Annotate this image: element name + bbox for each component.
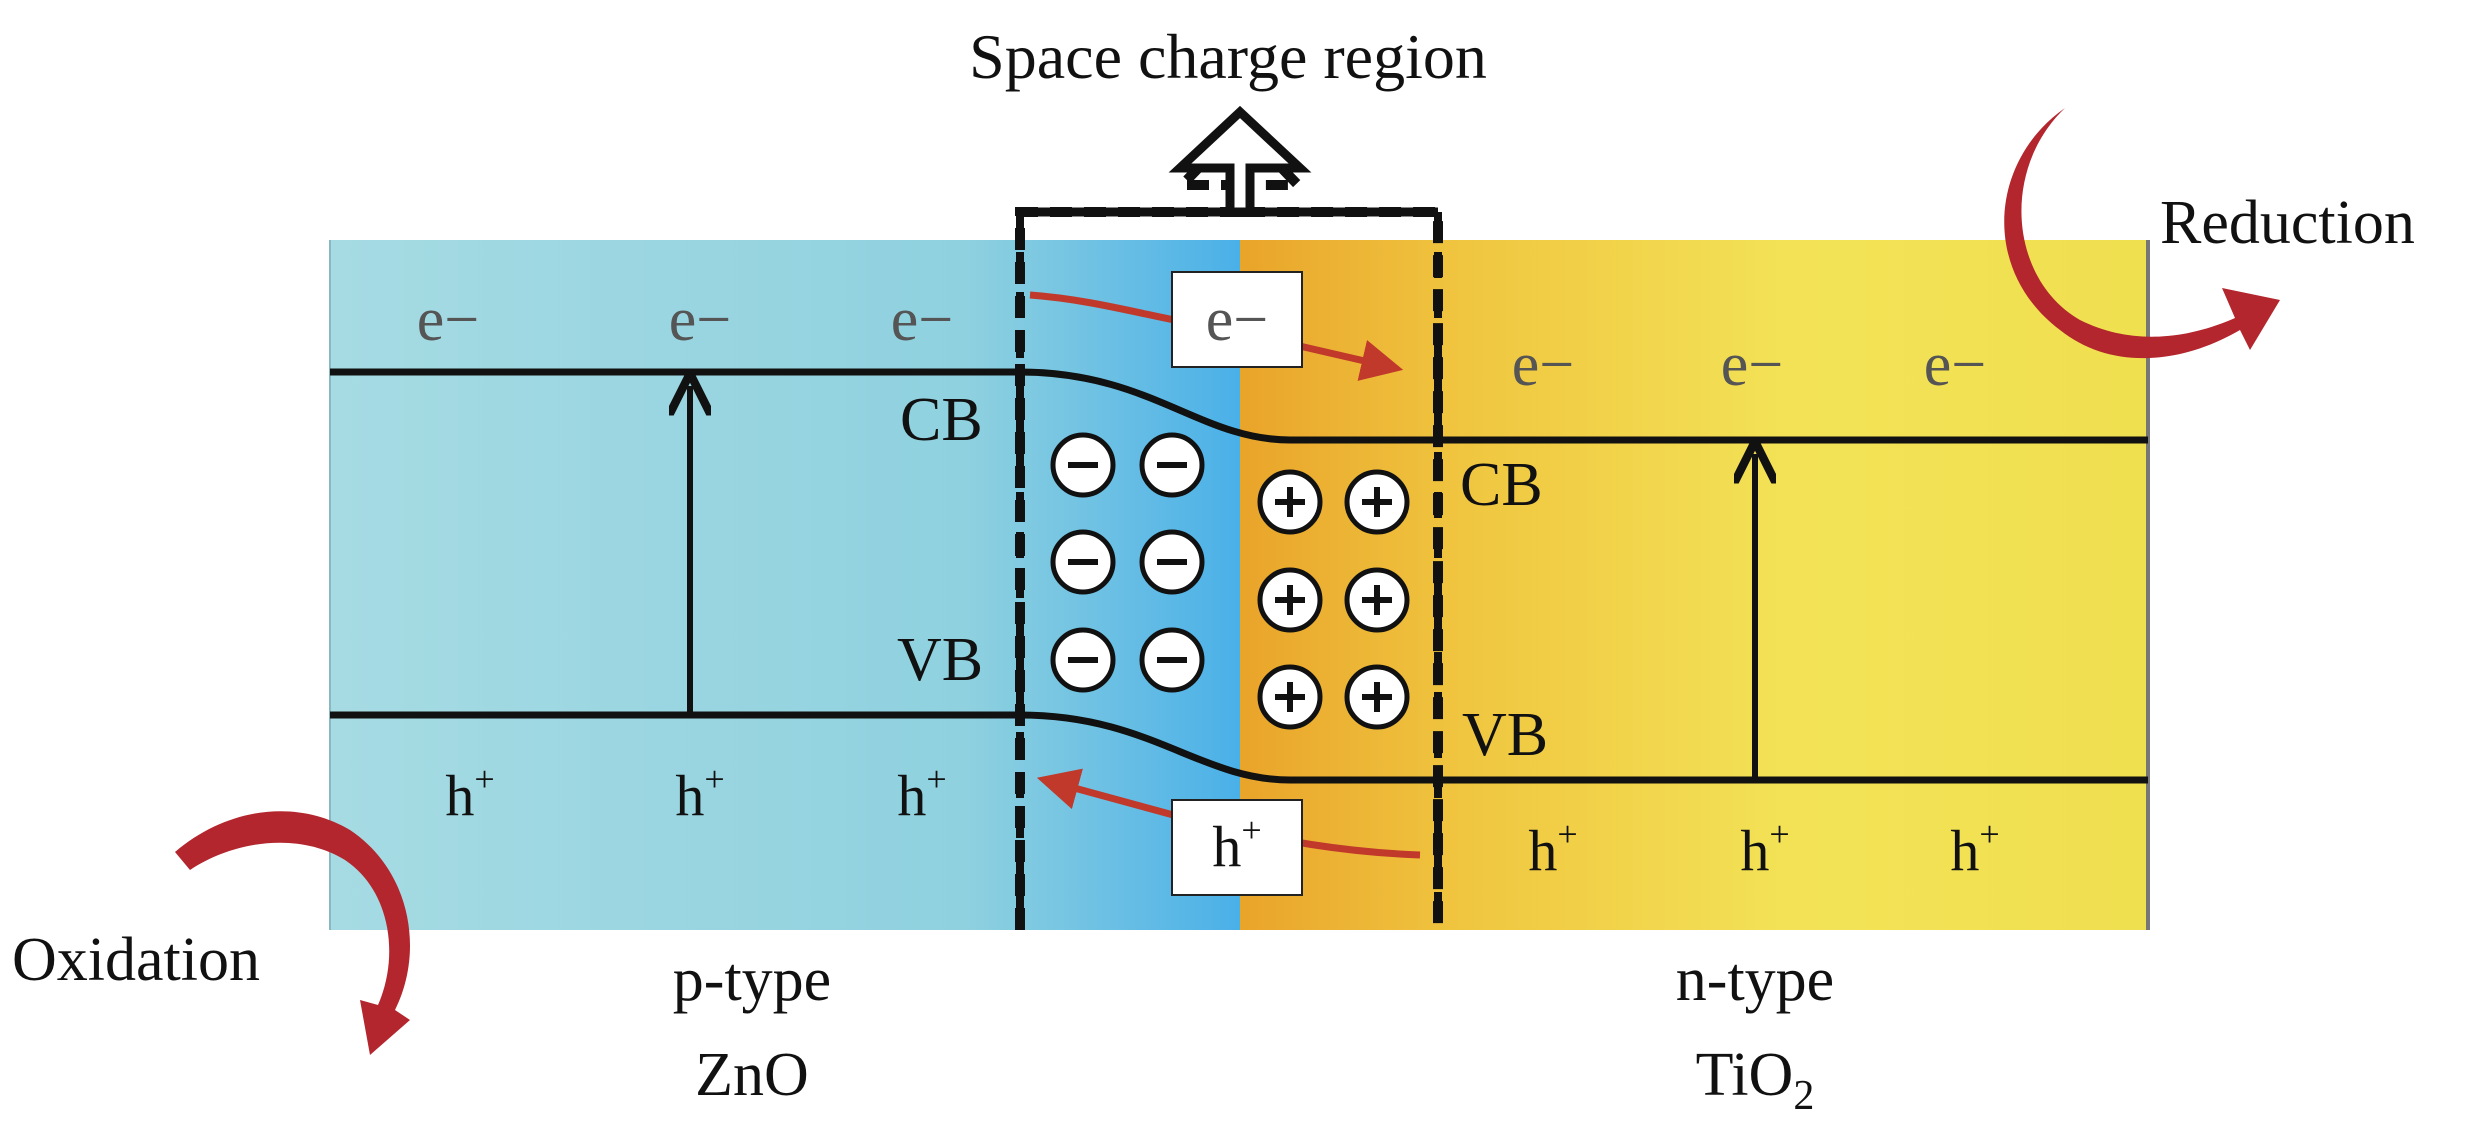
electron-transfer-box (1171, 271, 1303, 368)
cb-label-p: CB (900, 386, 983, 454)
hole-p-1: h+ (445, 759, 494, 828)
vb-label-n: VB (1462, 701, 1548, 769)
hole-p-3: h+ (897, 759, 946, 828)
negative-signs (1068, 462, 1187, 663)
vb-label-p: VB (897, 626, 983, 694)
positive-signs (1275, 487, 1392, 712)
electron-p-1: e− (417, 286, 479, 354)
electron-transfer-label: e− (1206, 286, 1268, 354)
electron-n-2: e− (1721, 331, 1783, 399)
n-material-label: TiO2 (1696, 1041, 1815, 1119)
n-type-label: n-type (1676, 946, 1834, 1014)
electron-p-3: e− (891, 286, 953, 354)
hole-n-1: h+ (1528, 814, 1577, 883)
electron-n-1: e− (1512, 331, 1574, 399)
hole-transfer-box (1171, 799, 1303, 896)
electron-p-2: e− (669, 286, 731, 354)
p-material-label: ZnO (695, 1041, 809, 1109)
space-charge-up-arrow (1168, 105, 1312, 212)
oxidation-label: Oxidation (12, 926, 260, 994)
cb-label-n: CB (1460, 451, 1543, 519)
reduction-arrow (2004, 108, 2280, 359)
valence-band (330, 711, 2148, 784)
conduction-band (330, 368, 2148, 444)
reduction-label: Reduction (2160, 189, 2415, 257)
oxidation-arrow (175, 811, 410, 1055)
electron-n-3: e− (1924, 331, 1986, 399)
hole-n-2: h+ (1740, 814, 1789, 883)
hole-n-3: h+ (1950, 814, 1999, 883)
space-charge-title: Space charge region (969, 21, 1487, 92)
p-type-label: p-type (673, 946, 831, 1014)
hole-transfer-label: h+ (1212, 810, 1261, 879)
hole-p-2: h+ (675, 759, 724, 828)
